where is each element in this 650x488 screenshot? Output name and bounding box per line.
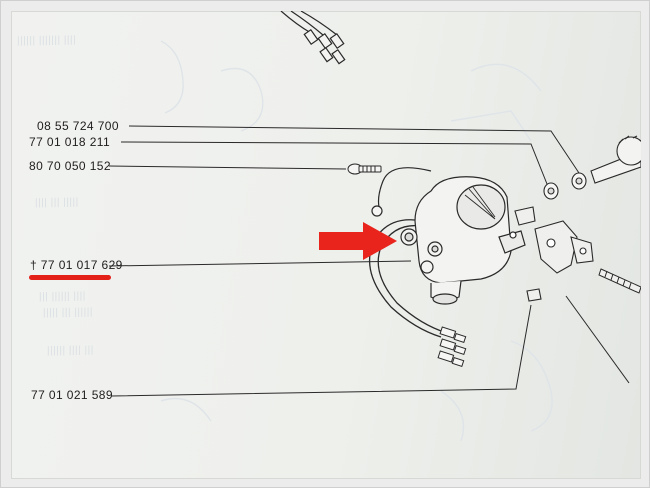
washers (543, 172, 587, 200)
cable-connectors (437, 326, 467, 368)
drive-shaft-gear (590, 135, 641, 184)
leader-line-p5 (110, 304, 532, 397)
earth-wire (371, 167, 432, 217)
threaded-rod (598, 268, 641, 294)
leader-line-p3 (108, 165, 347, 170)
red-underline (29, 275, 111, 280)
leader-lines (108, 125, 630, 397)
part-number-label: 77 01 021 589 (31, 388, 113, 402)
highlighted-part-number: † 77 01 017 629 (30, 258, 123, 272)
exploded-parts-diagram (108, 11, 641, 442)
wire-bundle-top (280, 11, 346, 65)
leader-line-p4 (108, 260, 412, 267)
part-number-label: 77 01 018 211 (29, 135, 111, 149)
red-pointer-arrow (319, 222, 397, 260)
parts-catalog-page: |||||| ||||||| |||| |||| ||| ||||| ||| |… (11, 11, 641, 479)
part-number-label: 80 70 050 152 (29, 159, 111, 173)
leader-line-p2 (120, 141, 550, 190)
ghost-sketch (160, 40, 553, 442)
leader-line-p1 (128, 125, 584, 180)
advance-bracket (514, 206, 594, 302)
leader-line-right (565, 295, 630, 384)
part-number-label: 08 55 724 700 (37, 119, 119, 133)
cable-loop (369, 219, 448, 338)
distributor-body (400, 176, 526, 305)
screw-part (347, 163, 382, 175)
